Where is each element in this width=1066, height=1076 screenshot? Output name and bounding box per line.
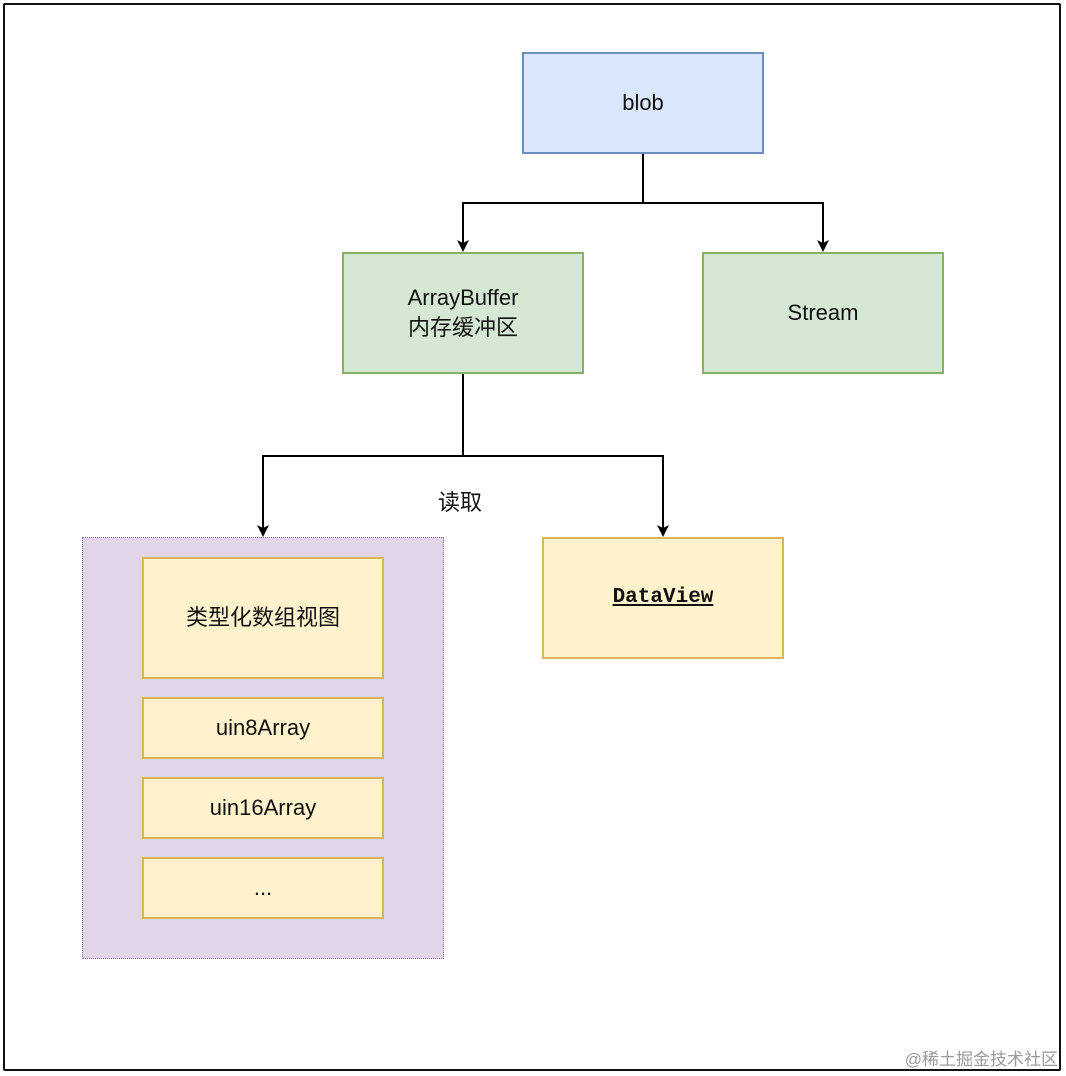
read-edge-label: 读取 bbox=[438, 490, 483, 515]
typed-array-views-label: 类型化数组视图 bbox=[185, 605, 340, 630]
stream-node: Stream bbox=[702, 252, 944, 374]
dataview-label: DataView bbox=[612, 586, 714, 609]
uint8-array-node: uin8Array bbox=[142, 697, 384, 759]
uint16-array-label: uin16Array bbox=[209, 795, 317, 820]
diagram-frame bbox=[3, 3, 1061, 1071]
blob-label: blob bbox=[622, 90, 664, 115]
dataview-node: DataView bbox=[542, 537, 784, 659]
connector-arraybuffer-to-dataview bbox=[463, 455, 669, 537]
typed-array-views-node: 类型化数组视图 bbox=[142, 557, 384, 679]
stream-label: Stream bbox=[787, 300, 859, 325]
connector-blob-to-stream bbox=[643, 202, 829, 252]
watermark: @稀土掘金技术社区 bbox=[904, 1050, 1058, 1069]
arraybuffer-subtitle: 内存缓冲区 bbox=[407, 315, 518, 340]
more-arrays-label: ... bbox=[253, 875, 273, 900]
uint16-array-node: uin16Array bbox=[142, 777, 384, 839]
connector-arraybuffer-to-typed-views bbox=[257, 455, 463, 537]
connector-blob-to-arraybuffer bbox=[457, 202, 643, 252]
arraybuffer-node: ArrayBuffer 内存缓冲区 bbox=[342, 252, 584, 374]
more-arrays-node: ... bbox=[142, 857, 384, 919]
uint8-array-label: uin8Array bbox=[215, 715, 311, 740]
arraybuffer-title: ArrayBuffer bbox=[407, 285, 519, 310]
blob-node: blob bbox=[522, 52, 764, 154]
